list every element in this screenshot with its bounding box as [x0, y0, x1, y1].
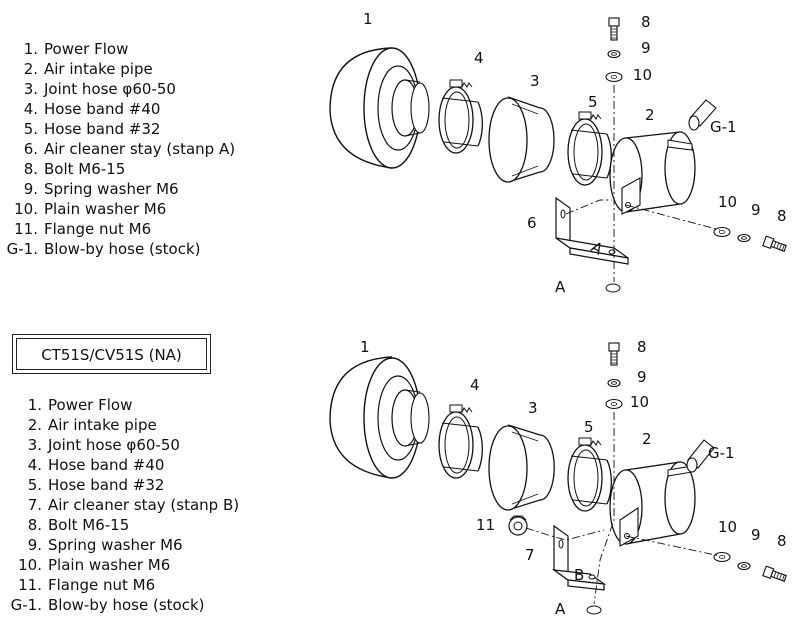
- svg-text:G-1: G-1: [708, 444, 735, 462]
- part-item: 10.Plain washer M6: [18, 556, 171, 574]
- svg-text:3: 3: [530, 72, 540, 90]
- part-item: 5.Hose band #32: [23, 120, 161, 138]
- part-item: 10.Plain washer M6: [14, 200, 167, 218]
- part-item: 5.Hose band #32: [27, 476, 165, 494]
- blow-by-hose: [688, 99, 717, 131]
- plain-washer-right: [713, 551, 731, 563]
- parts-list-top: 1.Power Flow 2.Air intake pipe 3.Joint h…: [4, 39, 235, 259]
- model-label-box: CT51S/CV51S (NA): [12, 334, 211, 374]
- svg-text:G-1: G-1: [710, 118, 737, 136]
- bolt-top: [608, 17, 620, 41]
- part-item: 4.Hose band #40: [23, 100, 161, 118]
- part-item: 1.Power Flow: [23, 40, 129, 58]
- air-intake-pipe: [609, 131, 696, 215]
- svg-text:A: A: [555, 278, 566, 296]
- svg-text:9: 9: [751, 201, 761, 219]
- joint-hose: [488, 96, 555, 183]
- plain-washer-top: [605, 71, 623, 83]
- flange-nut: [508, 515, 528, 536]
- svg-text:8: 8: [637, 338, 647, 356]
- svg-text:9: 9: [641, 39, 651, 57]
- part-item: G-1.Blow-by hose (stock): [6, 240, 201, 258]
- svg-text:4: 4: [474, 49, 484, 67]
- power-flow-filter: [329, 47, 430, 169]
- svg-text:8: 8: [641, 13, 651, 31]
- svg-text:8: 8: [777, 207, 787, 225]
- svg-text:5: 5: [584, 418, 594, 436]
- svg-text:1: 1: [363, 10, 373, 28]
- model-label: CT51S/CV51S (NA): [16, 338, 207, 370]
- part-item: 3.Joint hose φ60-50: [23, 80, 176, 98]
- part-item: G-1.Blow-by hose (stock): [10, 596, 205, 614]
- svg-text:1: 1: [360, 338, 370, 356]
- part-item: 3.Joint hose φ60-50: [27, 436, 180, 454]
- svg-text:9: 9: [637, 368, 647, 386]
- svg-text:10: 10: [718, 518, 737, 536]
- air-intake-pipe: [609, 461, 696, 547]
- svg-text:9: 9: [751, 526, 761, 544]
- part-item: 2.Air intake pipe: [27, 416, 157, 434]
- joint-hose: [488, 424, 555, 511]
- hose-band-32: [567, 111, 612, 186]
- part-item: 9.Spring washer M6: [23, 180, 179, 198]
- part-item: 4.Hose band #40: [27, 456, 165, 474]
- air-cleaner-stay-b: B: [551, 524, 607, 591]
- hose-band-40: [438, 79, 483, 154]
- svg-text:2: 2: [642, 430, 652, 448]
- top-diagram: A 1 4 3 5 2 G-1 8 9 10 10 9 8 6 A: [329, 10, 788, 296]
- svg-text:6: 6: [527, 214, 537, 232]
- part-item: 8.Bolt M6-15: [27, 516, 130, 534]
- power-flow-filter: [329, 356, 430, 479]
- svg-text:A: A: [555, 600, 566, 618]
- bolt-hole-bottom: [605, 283, 621, 293]
- bolt-top: [608, 342, 620, 366]
- part-item: 6.Air cleaner stay (stanp A): [23, 140, 236, 158]
- air-cleaner-stay-a: A: [555, 196, 629, 265]
- hose-band-40: [438, 404, 483, 479]
- plain-washer-right: [713, 226, 731, 238]
- part-item: 1.Power Flow: [27, 396, 133, 414]
- hose-band-32: [567, 437, 612, 512]
- bolt-hole-bottom: [586, 605, 602, 615]
- spring-washer-top: [607, 49, 621, 59]
- part-item: 11.Flange nut M6: [14, 220, 152, 238]
- bolt-right: [762, 565, 788, 584]
- parts-list-bottom: 1.Power Flow 2.Air intake pipe 3.Joint h…: [8, 395, 239, 615]
- bolt-right: [762, 235, 788, 254]
- part-item: 7.Air cleaner stay (stanp B): [27, 496, 240, 514]
- svg-text:11: 11: [476, 516, 495, 534]
- spring-washer-right: [737, 233, 751, 243]
- svg-text:3: 3: [528, 399, 538, 417]
- part-item: 8.Bolt M6-15: [23, 160, 126, 178]
- part-item: 2.Air intake pipe: [23, 60, 153, 78]
- svg-text:5: 5: [588, 93, 598, 111]
- part-item: 11.Flange nut M6: [18, 576, 156, 594]
- bottom-diagram: B 1 4 3 5 2 G-1 8 9 10 10 9 8 11 7 A: [329, 338, 788, 618]
- blow-by-hose: [686, 439, 715, 473]
- svg-text:10: 10: [630, 393, 649, 411]
- svg-text:7: 7: [525, 546, 535, 564]
- spring-washer-top: [607, 378, 621, 388]
- svg-text:B: B: [574, 566, 584, 584]
- svg-text:10: 10: [633, 66, 652, 84]
- svg-text:8: 8: [777, 532, 787, 550]
- svg-text:10: 10: [718, 193, 737, 211]
- svg-text:4: 4: [470, 376, 480, 394]
- spring-washer-right: [737, 561, 751, 571]
- svg-text:2: 2: [645, 106, 655, 124]
- part-item: 9.Spring washer M6: [27, 536, 183, 554]
- plain-washer-top: [605, 398, 623, 410]
